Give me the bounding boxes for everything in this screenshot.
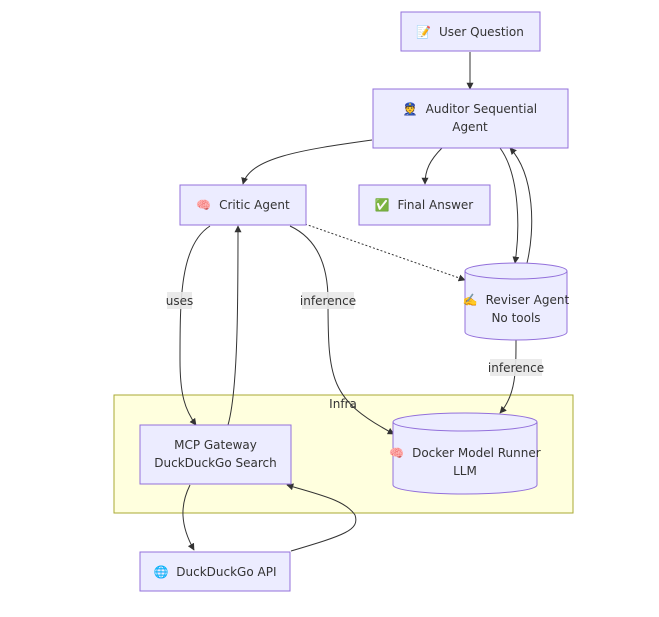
edge-mcp-to-ddg — [182, 484, 195, 551]
writing-hand-icon: ✍️ — [463, 293, 478, 307]
edge-reviser-to-auditor — [509, 147, 533, 264]
edge-label-uses: uses — [166, 292, 194, 309]
svg-text:✍️ Reviser Agent: ✍️ Reviser Agent — [463, 293, 570, 307]
edge-auditor-to-reviser — [499, 147, 520, 264]
svg-text:inference: inference — [300, 294, 356, 308]
police-officer-icon: 👮 — [403, 101, 418, 116]
edge-auditor-to-critic — [241, 139, 373, 185]
svg-text:✅ Final Answer: ✅ Final Answer — [375, 198, 474, 212]
edge-label-reviser-inference: inference — [488, 359, 544, 376]
edge-auditor-to-final — [421, 147, 443, 185]
brain-icon: 🧠 — [196, 198, 211, 212]
svg-text:🧠 Docker Model Runner: 🧠 Docker Model Runner — [389, 446, 540, 460]
node-user-question[interactable]: 📝 User Question — [400, 11, 541, 52]
globe-icon: 🌐 — [153, 565, 168, 579]
edge-critic-to-docker — [289, 225, 395, 435]
node-final-answer[interactable]: ✅ Final Answer — [358, 184, 491, 226]
svg-text:🌐 DuckDuckGo API: 🌐 DuckDuckGo API — [153, 565, 276, 579]
node-docker-model-runner[interactable]: 🧠 Docker Model Runner LLM — [389, 412, 541, 495]
svg-text:No tools: No tools — [491, 311, 540, 325]
node-mcp-gateway[interactable]: MCP Gateway DuckDuckGo Search — [139, 424, 292, 485]
edge-critic-to-mcp — [179, 225, 211, 426]
svg-text:DuckDuckGo Search: DuckDuckGo Search — [154, 456, 276, 470]
svg-text:🧠 Critic Agent: 🧠 Critic Agent — [196, 198, 290, 212]
edge-ddg-to-mcp — [286, 483, 357, 552]
edge-mcp-to-critic — [227, 225, 242, 426]
node-auditor-sequential-agent[interactable]: 👮 Auditor Sequential Agent — [372, 88, 569, 149]
svg-text:LLM: LLM — [453, 464, 477, 478]
edge-reviser-to-docker — [499, 339, 517, 414]
svg-text:uses: uses — [166, 294, 194, 308]
edge-critic-to-reviser — [304, 223, 466, 282]
edges — [179, 52, 533, 552]
check-mark-icon: ✅ — [375, 198, 390, 212]
infra-cluster-title: Infra — [329, 397, 357, 411]
brain-icon: 🧠 — [389, 446, 404, 460]
svg-text:inference: inference — [488, 361, 544, 375]
svg-text:Agent: Agent — [452, 120, 488, 134]
node-critic-agent[interactable]: 🧠 Critic Agent — [179, 184, 307, 226]
node-duckduckgo-api[interactable]: 🌐 DuckDuckGo API — [139, 551, 291, 592]
svg-text:📝 User Question: 📝 User Question — [416, 25, 524, 39]
svg-text:MCP Gateway: MCP Gateway — [174, 438, 257, 452]
node-reviser-agent[interactable]: ✍️ Reviser Agent No tools — [463, 262, 570, 341]
edge-label-critic-inference: inference — [300, 292, 356, 309]
memo-icon: 📝 — [416, 25, 431, 39]
svg-text:👮 Auditor Sequential: 👮 Auditor Sequential — [403, 101, 537, 116]
